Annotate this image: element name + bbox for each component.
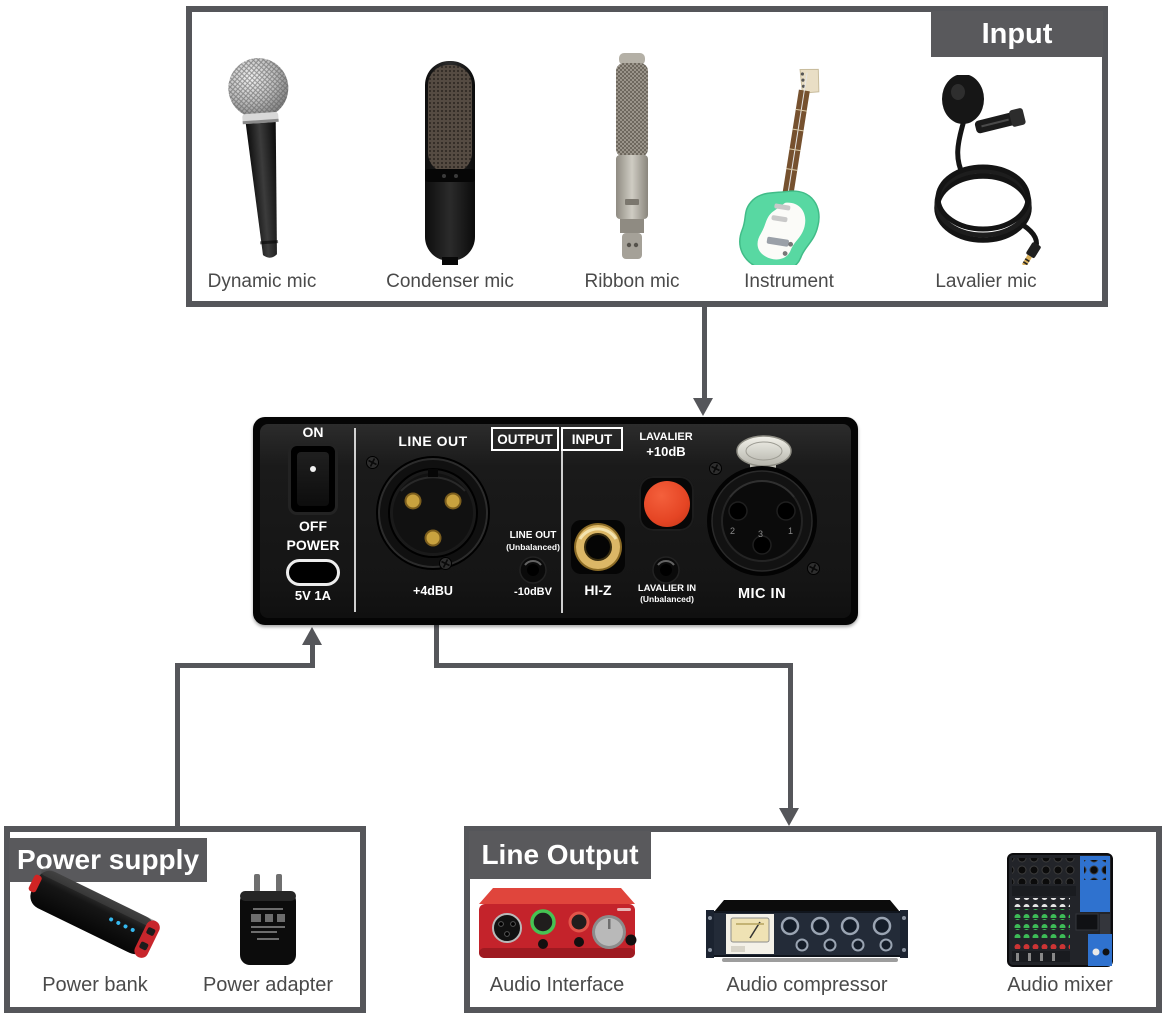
arrow-power-to-device-horizontal xyxy=(175,663,315,668)
power-switch-dot xyxy=(310,466,316,473)
lavalier-in-label: LAVALIER IN xyxy=(637,583,697,594)
xlr-pin-2: 2 xyxy=(730,526,735,536)
arrow-input-to-device-head xyxy=(693,398,713,416)
input-item-condenser-mic: Condenser mic xyxy=(370,57,530,293)
input-section-header: Input xyxy=(931,11,1103,57)
ribbon-mic-label: Ribbon mic xyxy=(584,271,680,292)
power-switch xyxy=(288,443,338,515)
power-item-power-bank: Power bank xyxy=(10,864,180,997)
dynamic-mic-icon xyxy=(228,58,289,258)
lavalier-gain-button xyxy=(643,480,690,527)
power-adapter-label: Power adapter xyxy=(202,974,334,996)
input-item-ribbon-mic: Ribbon mic xyxy=(552,51,712,293)
audio-interface-icon xyxy=(479,888,637,958)
lavalier-mic-label: Lavalier mic xyxy=(935,271,1037,292)
mic-in-label: MIC IN xyxy=(737,586,787,602)
screw-icon xyxy=(709,462,722,475)
lavalier-in-sublabel: (Unbalanced) xyxy=(640,594,694,604)
line-output-title: Line Output xyxy=(481,839,639,870)
output-section-label: OUTPUT xyxy=(491,427,559,451)
instrument-label: Instrument xyxy=(744,271,834,292)
arrow-input-to-device-shaft xyxy=(702,307,707,399)
lavalier-gain-button-bezel xyxy=(639,476,694,531)
off-label: OFF xyxy=(299,518,327,534)
lavalier-mic-icon xyxy=(934,75,1041,265)
arrow-device-to-lineout-vertical xyxy=(788,663,793,809)
line-out-label: LINE OUT xyxy=(398,433,468,449)
power-switch-rocker xyxy=(297,452,329,506)
input-title: Input xyxy=(981,17,1053,50)
usb-power-label: 5V 1A xyxy=(294,588,332,603)
dynamic-mic-label: Dynamic mic xyxy=(207,271,317,292)
power-label: POWER xyxy=(286,537,340,553)
power-item-power-adapter: Power adapter xyxy=(182,872,354,997)
minus10dbv-label: -10dBV xyxy=(514,586,552,598)
power-bank-icon xyxy=(28,867,160,958)
xlr-pin-1: 1 xyxy=(788,526,793,536)
audio-interface-label: Audio Interface xyxy=(489,974,625,996)
ribbon-mic-icon xyxy=(616,53,648,259)
input-section-label: INPUT xyxy=(561,427,623,451)
preamp-device: ON OFF POWER 5V 1A LINE OUT +4dBU OUTPUT… xyxy=(253,417,858,625)
lavalier-gain-label: LAVALIER xyxy=(639,431,693,443)
input-section-frame: Input xyxy=(186,6,1108,307)
power-bank-label: Power bank xyxy=(42,974,148,996)
power-supply-frame: Power supply xyxy=(4,826,366,1013)
device-divider-left xyxy=(354,428,356,612)
screw-icon xyxy=(439,557,452,570)
arrow-power-to-device-shaft xyxy=(310,644,315,668)
audio-mixer-icon xyxy=(1007,853,1113,967)
screw-icon xyxy=(807,562,820,575)
condenser-mic-icon xyxy=(425,61,475,265)
arrow-device-to-lineout-horizontal xyxy=(434,663,793,668)
plus4dbu-label: +4dBU xyxy=(413,584,453,598)
line-output-header: Line Output xyxy=(469,831,651,879)
xlr-male-connector xyxy=(376,456,490,570)
screw-icon xyxy=(366,456,379,469)
xlr-pin-3: 3 xyxy=(758,529,763,539)
audio-compressor-icon xyxy=(706,900,908,962)
hi-z-jack xyxy=(571,520,625,574)
input-item-instrument: Instrument xyxy=(709,65,869,293)
input-item-dynamic-mic: Dynamic mic xyxy=(182,55,342,293)
hi-z-label: HI-Z xyxy=(584,582,612,598)
line-out-unbalanced-sublabel: (Unbalanced) xyxy=(506,542,560,552)
audio-compressor-label: Audio compressor xyxy=(726,974,888,996)
usb-c-port xyxy=(286,559,340,586)
line-out-unbalanced-label: LINE OUT xyxy=(509,530,557,541)
power-adapter-icon xyxy=(240,874,296,965)
line-output-frame: Line Output Audio Interface xyxy=(464,826,1162,1013)
device-divider-output-input xyxy=(561,427,563,613)
audio-mixer-label: Audio mixer xyxy=(1007,974,1113,996)
output-item-audio-interface: Audio Interface xyxy=(462,880,652,997)
arrow-device-to-lineout-stub xyxy=(434,625,439,668)
input-item-lavalier-mic: Lavalier mic xyxy=(906,75,1066,293)
condenser-mic-label: Condenser mic xyxy=(386,271,514,292)
output-item-audio-compressor: Audio compressor xyxy=(697,892,917,997)
lavalier-gain-sublabel: +10dB xyxy=(646,444,686,459)
output-item-audio-mixer: Audio mixer xyxy=(975,852,1145,997)
arrow-power-to-device-head xyxy=(302,627,322,645)
xlr-female-connector: 2 3 1 xyxy=(707,435,817,576)
lavalier-in-jack xyxy=(652,556,680,584)
arrow-device-to-lineout-head xyxy=(779,808,799,826)
electric-guitar-icon xyxy=(739,68,820,265)
trs-line-out-jack xyxy=(519,556,547,584)
on-label: ON xyxy=(302,424,324,440)
arrow-power-to-device-vertical xyxy=(175,663,180,826)
